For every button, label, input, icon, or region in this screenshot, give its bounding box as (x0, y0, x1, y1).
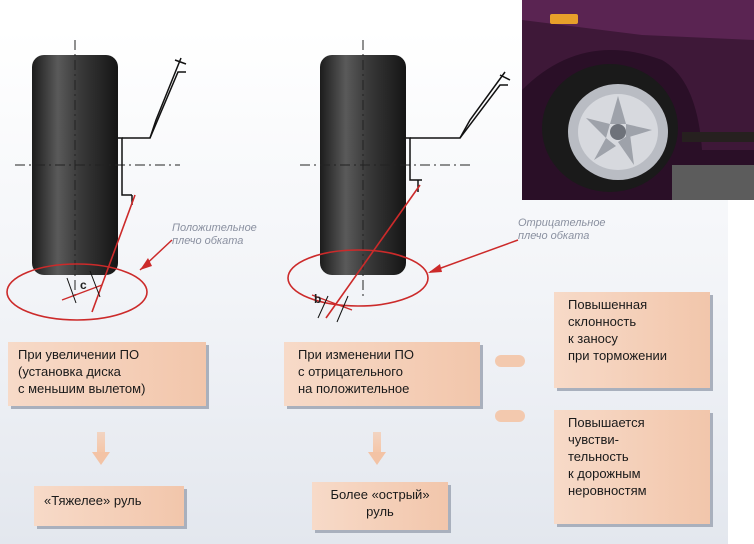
left-contact-ellipse (6, 263, 148, 321)
right-dimension-letter: b (314, 292, 322, 306)
right-contact-ellipse (287, 249, 429, 307)
right-shoulder-label: Отрицательное плечо обката (518, 217, 606, 242)
left-condition-box: При увеличении ПО (установка диска с мен… (8, 342, 206, 406)
right-knuckle (406, 137, 422, 181)
connector-pill (495, 355, 525, 367)
right-result-box: Более «острый» руль (312, 482, 448, 530)
left-shoulder-label: Положительное плечо обката (172, 222, 257, 247)
right-steering-axis (325, 184, 421, 319)
left-arrow-down-icon (92, 432, 110, 466)
skid-effect-box: Повышенная склонность к заносу при тормо… (554, 292, 710, 388)
left-dimension-letter: c (80, 278, 87, 292)
right-condition-box: При изменении ПО с отрицательного на пол… (284, 342, 480, 406)
left-result-box: «Тяжелее» руль (34, 486, 184, 526)
connector-pill (495, 410, 525, 422)
left-steering-axis (91, 194, 136, 313)
car-wheel-photo (522, 0, 754, 200)
left-wheel (6, 40, 187, 321)
right-wheel (287, 40, 519, 323)
right-arrow-down-icon (368, 432, 386, 466)
sensitivity-effect-box: Повышается чувстви- тельность к дорожным… (554, 410, 710, 524)
left-knuckle (118, 137, 132, 196)
